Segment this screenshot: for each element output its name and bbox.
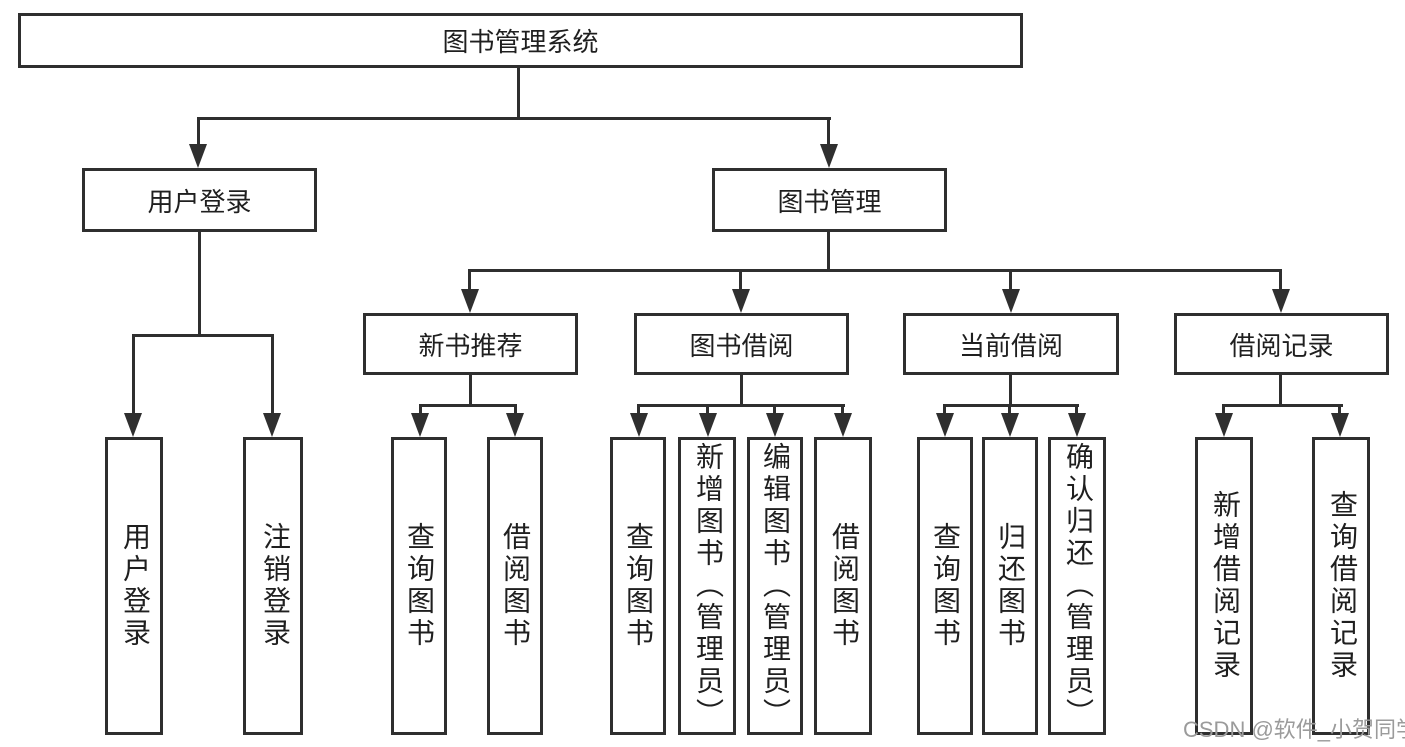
arrow-down-icon: [506, 413, 524, 437]
leaf-return-books: 归还图书: [982, 437, 1038, 735]
leaf-query-books-current: 查询图书: [917, 437, 973, 735]
connector-line: [637, 404, 640, 416]
node-new-book-recommend: 新书推荐: [363, 313, 578, 375]
leaf-user-login: 用户登录: [105, 437, 163, 735]
connector-line: [943, 404, 946, 416]
connector-line: [468, 269, 471, 291]
connector-line: [197, 117, 200, 147]
arrow-down-icon: [820, 144, 838, 168]
connector-line: [468, 269, 1282, 272]
leaf-query-books-recommend: 查询图书: [391, 437, 447, 735]
leaf-query-books-borrow: 查询图书: [610, 437, 666, 735]
arrow-down-icon: [630, 413, 648, 437]
connector-line: [419, 404, 422, 416]
node-current-borrow: 当前借阅: [903, 313, 1119, 375]
node-root: 图书管理系统: [18, 13, 1023, 68]
connector-line: [1008, 404, 1011, 416]
connector-line: [740, 375, 743, 407]
connector-line: [517, 68, 520, 120]
node-new-book-recommend-label: 新书推荐: [418, 330, 523, 361]
connector-line: [739, 269, 742, 291]
node-root-label: 图书管理系统: [442, 27, 599, 57]
node-borrow-records: 借阅记录: [1174, 313, 1389, 375]
leaf-edit-book-admin: 编辑图书（管理员）: [747, 437, 803, 735]
arrow-down-icon: [1272, 289, 1290, 313]
connector-line: [1279, 375, 1282, 407]
arrow-down-icon: [1001, 413, 1019, 437]
arrow-down-icon: [263, 413, 281, 437]
arrow-down-icon: [189, 144, 207, 168]
leaf-add-borrow-record: 新增借阅记录: [1195, 437, 1253, 735]
csdn-watermark: CSDN @软件_小贺同学: [1183, 717, 1405, 742]
connector-line: [419, 404, 517, 407]
leaf-logout: 注销登录: [243, 437, 303, 735]
connector-line: [271, 334, 274, 415]
connector-line: [706, 404, 709, 416]
connector-line: [1075, 404, 1078, 416]
connector-line: [827, 117, 830, 147]
leaf-add-book-admin: 新增图书（管理员）: [678, 437, 736, 735]
node-borrow-records-label: 借阅记录: [1229, 330, 1334, 361]
connector-line: [1009, 375, 1012, 407]
node-user-login: 用户登录: [82, 168, 317, 232]
node-book-borrow-label: 图书借阅: [689, 330, 794, 361]
arrow-down-icon: [1215, 413, 1233, 437]
node-book-borrow: 图书借阅: [634, 313, 849, 375]
arrow-down-icon: [732, 289, 750, 313]
arrow-down-icon: [1331, 413, 1349, 437]
connector-line: [1279, 269, 1282, 291]
connector-line: [132, 334, 135, 415]
connector-line: [469, 375, 472, 407]
connector-line: [132, 334, 274, 337]
arrow-down-icon: [411, 413, 429, 437]
connector-line: [1222, 404, 1225, 416]
arrow-down-icon: [936, 413, 954, 437]
arrow-down-icon: [124, 413, 142, 437]
connector-line: [1338, 404, 1341, 416]
node-current-borrow-label: 当前借阅: [958, 330, 1063, 361]
connector-line: [943, 404, 1079, 407]
arrow-down-icon: [699, 413, 717, 437]
arrow-down-icon: [766, 413, 784, 437]
connector-line: [773, 404, 776, 416]
connector-line: [198, 232, 201, 336]
connector-line: [197, 117, 831, 120]
leaf-borrow-books-recommend: 借阅图书: [487, 437, 543, 735]
connector-line: [841, 404, 844, 416]
node-book-management-label: 图书管理: [777, 186, 882, 217]
connector-line: [1222, 404, 1343, 407]
connector-line: [1009, 269, 1012, 291]
leaf-confirm-return-admin: 确认归还（管理员）: [1048, 437, 1106, 735]
connector-line: [514, 404, 517, 416]
connector-line: [827, 232, 830, 272]
arrow-down-icon: [834, 413, 852, 437]
arrow-down-icon: [1002, 289, 1020, 313]
node-book-management: 图书管理: [712, 168, 947, 232]
arrow-down-icon: [1068, 413, 1086, 437]
arrow-down-icon: [461, 289, 479, 313]
leaf-borrow-books: 借阅图书: [814, 437, 872, 735]
connector-line: [637, 404, 845, 407]
leaf-query-borrow-record: 查询借阅记录: [1312, 437, 1370, 735]
node-user-login-label: 用户登录: [147, 186, 252, 217]
